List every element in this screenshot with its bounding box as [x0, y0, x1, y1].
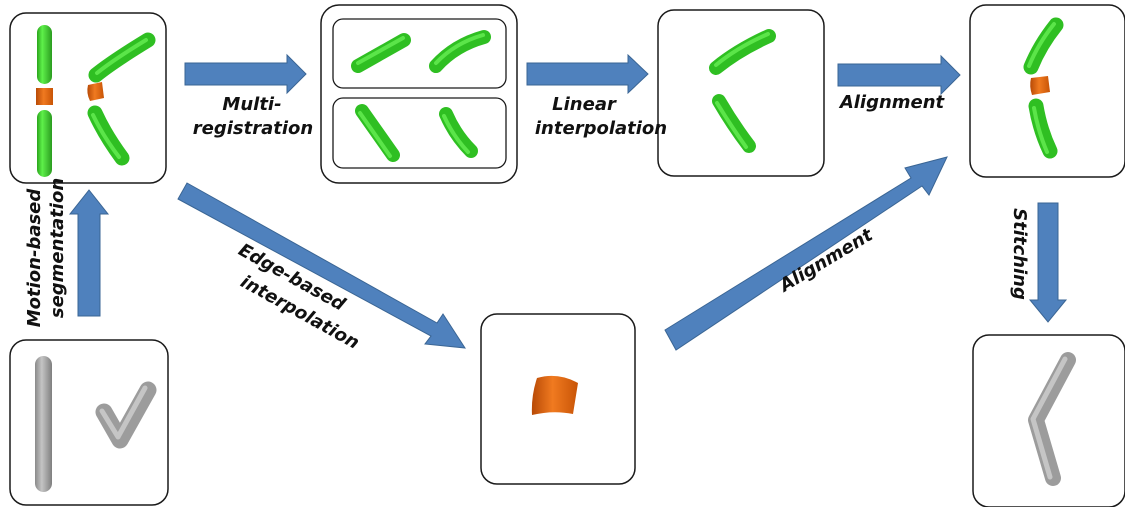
- green-straight-lower-part: [37, 110, 52, 177]
- label-multi-registration-line1: Multi-: [222, 94, 281, 115]
- green-registered-upper-a: [351, 33, 411, 73]
- green-straight-upper-part: [37, 25, 52, 84]
- arrow-stitching: [1028, 202, 1068, 323]
- green-interpolated-lower: [712, 94, 756, 153]
- label-linear-interpolation-line2: interpolation: [535, 118, 667, 139]
- arrow-linear-interpolation: [526, 53, 649, 95]
- registration-shapes: [351, 30, 491, 162]
- aligned-shapes: [1023, 17, 1064, 159]
- label-linear-interpolation-line1: Linear: [552, 94, 617, 115]
- orange-interpolated-joint: [531, 375, 578, 415]
- arrow-edge-interpolation: [177, 182, 466, 349]
- interpolated-shapes: [709, 29, 776, 153]
- panel-registration-top: [332, 18, 507, 89]
- arrow-alignment-top: [837, 54, 961, 96]
- panel-input-shapes: [9, 339, 169, 506]
- green-registered-lower-b: [439, 107, 478, 158]
- segmented-shapes: [36, 25, 156, 177]
- label-motion-based-segmentation-line2: segmentation: [47, 178, 68, 318]
- arrow-motion-segmentation: [68, 189, 110, 317]
- green-aligned-upper: [1023, 17, 1064, 75]
- stitched-shape: [1028, 352, 1076, 486]
- green-registered-upper-b: [429, 30, 491, 73]
- label-motion-based-segmentation-line1: Motion-based: [24, 188, 45, 328]
- panel-stitched-result: [972, 334, 1125, 507]
- gray-straight-shape: [35, 356, 52, 492]
- arrow-multi-registration: [184, 53, 307, 95]
- input-shapes: [35, 356, 157, 492]
- edge-interpolated-joint: [531, 375, 578, 415]
- green-interpolated-upper: [709, 29, 776, 75]
- label-stitching: Stitching: [1009, 208, 1030, 300]
- green-registered-lower-a: [355, 104, 400, 162]
- orange-straight-joint: [36, 88, 53, 105]
- gray-stitched-shape: [1028, 352, 1076, 486]
- orange-bent-joint: [87, 82, 104, 101]
- arrow-alignment-diagonal: [664, 156, 948, 351]
- orange-aligned-joint: [1030, 76, 1050, 95]
- panel-linear-interpolation: [657, 9, 825, 177]
- label-alignment-top: Alignment: [838, 92, 946, 113]
- label-multi-registration-line2: registration: [193, 118, 313, 139]
- green-aligned-lower: [1028, 98, 1058, 159]
